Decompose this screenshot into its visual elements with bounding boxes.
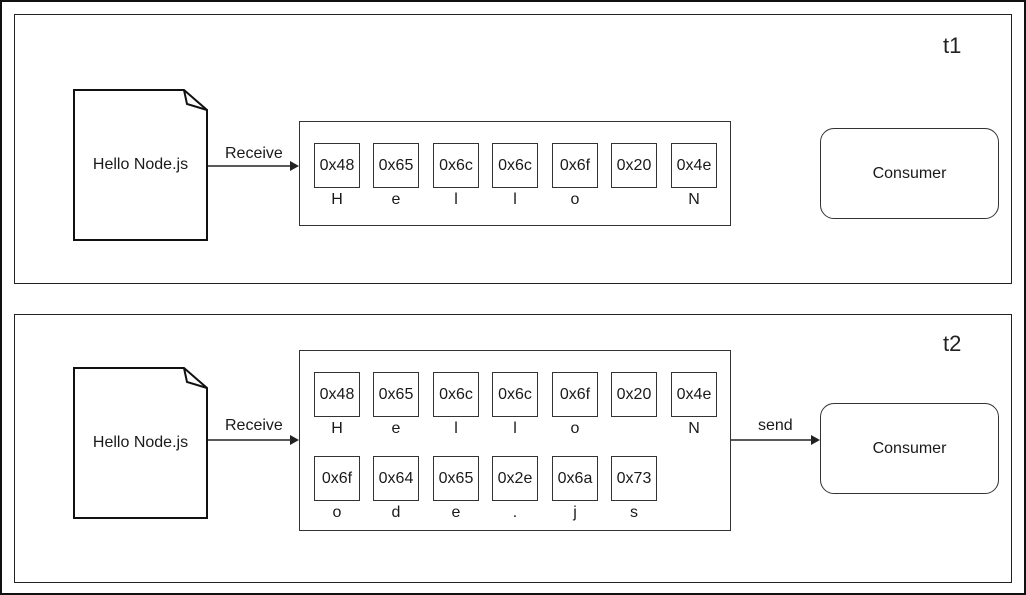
buffer: 0x48 H 0x65 e 0x6c l 0x6c l 0x6f o 0x20 <box>299 350 731 531</box>
byte-hex: 0x48 <box>314 372 360 417</box>
byte-cell: 0x20 <box>611 372 657 417</box>
byte-hex: 0x65 <box>373 372 419 417</box>
byte-char: . <box>512 504 518 521</box>
byte-hex: 0x48 <box>314 143 360 188</box>
byte-cell: 0x65 e <box>373 372 419 437</box>
byte-cell: 0x6a j <box>552 456 598 521</box>
buffer: 0x48 H 0x65 e 0x6c l 0x6c l 0x6f o 0x20 <box>299 121 731 226</box>
byte-hex: 0x73 <box>611 456 657 501</box>
byte-char: e <box>451 504 461 521</box>
byte-hex: 0x6c <box>492 372 538 417</box>
byte-cell: 0x6c l <box>433 143 479 208</box>
byte-char: l <box>454 420 458 437</box>
byte-cell: 0x48 H <box>314 372 360 437</box>
byte-cell: 0x6c l <box>492 372 538 437</box>
byte-cell: 0x6c l <box>433 372 479 437</box>
receive-label: Receive <box>225 417 283 434</box>
byte-hex: 0x6c <box>492 143 538 188</box>
document-node: Hello Node.js <box>73 367 208 519</box>
byte-char: l <box>513 191 517 208</box>
document-text: Hello Node.js <box>92 156 189 173</box>
time-label: t1 <box>943 33 962 58</box>
byte-cell: 0x65 e <box>373 143 419 208</box>
receive-label: Receive <box>225 145 283 162</box>
byte-cell: 0x64 d <box>373 456 419 521</box>
byte-char: N <box>688 420 700 437</box>
byte-char: o <box>570 191 580 208</box>
byte-cell: 0x4e N <box>671 372 717 437</box>
byte-hex: 0x6c <box>433 143 479 188</box>
byte-char: o <box>332 504 342 521</box>
byte-char: l <box>454 191 458 208</box>
byte-cell: 0x48 H <box>314 143 360 208</box>
byte-hex: 0x65 <box>433 456 479 501</box>
byte-hex: 0x4e <box>671 143 717 188</box>
panel-t1: t1 Hello Node.js Receive 0x48 H 0x65 e <box>14 14 1012 284</box>
byte-char: l <box>513 420 517 437</box>
byte-cell: 0x73 s <box>611 456 657 521</box>
byte-char: s <box>630 504 638 521</box>
byte-hex: 0x6f <box>552 372 598 417</box>
receive-arrow: Receive <box>208 143 300 183</box>
panel-t2: t2 Hello Node.js Receive 0x48 H 0x65 e <box>14 314 1012 583</box>
document-node: Hello Node.js <box>73 89 208 241</box>
byte-hex: 0x64 <box>373 456 419 501</box>
document-text: Hello Node.js <box>92 434 189 451</box>
byte-char: N <box>688 191 700 208</box>
byte-char: e <box>391 420 401 437</box>
byte-hex: 0x6f <box>552 143 598 188</box>
byte-cell: 0x6f o <box>552 143 598 208</box>
byte-char: o <box>570 420 580 437</box>
byte-char: e <box>391 191 401 208</box>
byte-cell: 0x20 <box>611 143 657 188</box>
byte-hex: 0x6c <box>433 372 479 417</box>
byte-hex: 0x20 <box>611 143 657 188</box>
document-icon <box>73 89 208 241</box>
byte-cell: 0x6c l <box>492 143 538 208</box>
byte-cell: 0x6f o <box>314 456 360 521</box>
byte-char: H <box>331 420 343 437</box>
byte-hex: 0x65 <box>373 143 419 188</box>
byte-cell: 0x65 e <box>433 456 479 521</box>
byte-cell: 0x2e . <box>492 456 538 521</box>
document-icon <box>73 367 208 519</box>
byte-hex: 0x4e <box>671 372 717 417</box>
byte-hex: 0x2e <box>492 456 538 501</box>
byte-char: d <box>391 504 401 521</box>
byte-hex: 0x6f <box>314 456 360 501</box>
consumer-node: Consumer <box>820 403 999 494</box>
receive-arrow: Receive <box>208 417 300 457</box>
consumer-node: Consumer <box>820 128 999 219</box>
byte-char: j <box>573 504 577 521</box>
send-arrow: send <box>731 417 821 457</box>
time-label: t2 <box>943 331 962 356</box>
byte-hex: 0x20 <box>611 372 657 417</box>
byte-char: H <box>331 191 343 208</box>
byte-cell: 0x6f o <box>552 372 598 437</box>
send-label: send <box>758 417 793 434</box>
byte-cell: 0x4e N <box>671 143 717 208</box>
byte-hex: 0x6a <box>552 456 598 501</box>
